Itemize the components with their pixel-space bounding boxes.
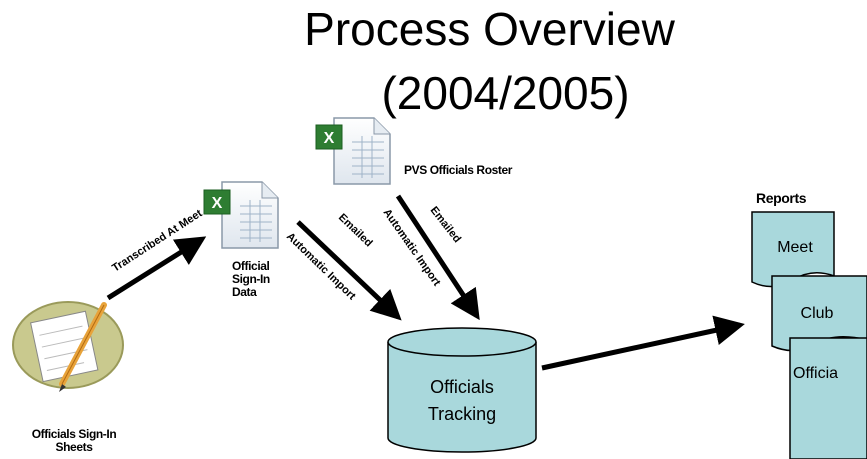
- report-document-officials: Officia: [789, 337, 867, 459]
- edge-label-emailed-2: Emailed: [428, 204, 463, 245]
- report-label: Officia: [793, 365, 838, 382]
- edge-label-emailed-1: Emailed: [336, 212, 375, 250]
- svg-text:X: X: [212, 195, 223, 212]
- svg-text:X: X: [324, 130, 335, 147]
- database-label-line2: Tracking: [428, 404, 496, 424]
- title-line-2: (2004/2005): [381, 67, 630, 119]
- sheets-label: Officials Sign-In Sheets: [31, 427, 117, 454]
- title-line-1: Process Overview: [304, 3, 675, 55]
- database-cylinder: Officials Tracking: [387, 327, 537, 453]
- arrow-roster-to-db: [395, 194, 480, 321]
- report-label: Meet: [777, 239, 813, 256]
- arrow-transcribe: [106, 236, 207, 301]
- report-label: Club: [801, 305, 834, 322]
- roster-label: PVS Officials Roster: [404, 163, 513, 177]
- signin-data-label: Official Sign-In Data: [232, 259, 270, 299]
- notepad-pencil-icon: [12, 301, 124, 392]
- arrow-db-to-reports: [541, 315, 745, 371]
- excel-spreadsheet-icon: X: [315, 117, 391, 185]
- database-label-line1: Officials: [430, 377, 494, 397]
- reports-heading: Reports: [756, 190, 807, 206]
- excel-spreadsheet-icon: X: [203, 181, 279, 249]
- arrow-signin-to-db: [296, 220, 402, 321]
